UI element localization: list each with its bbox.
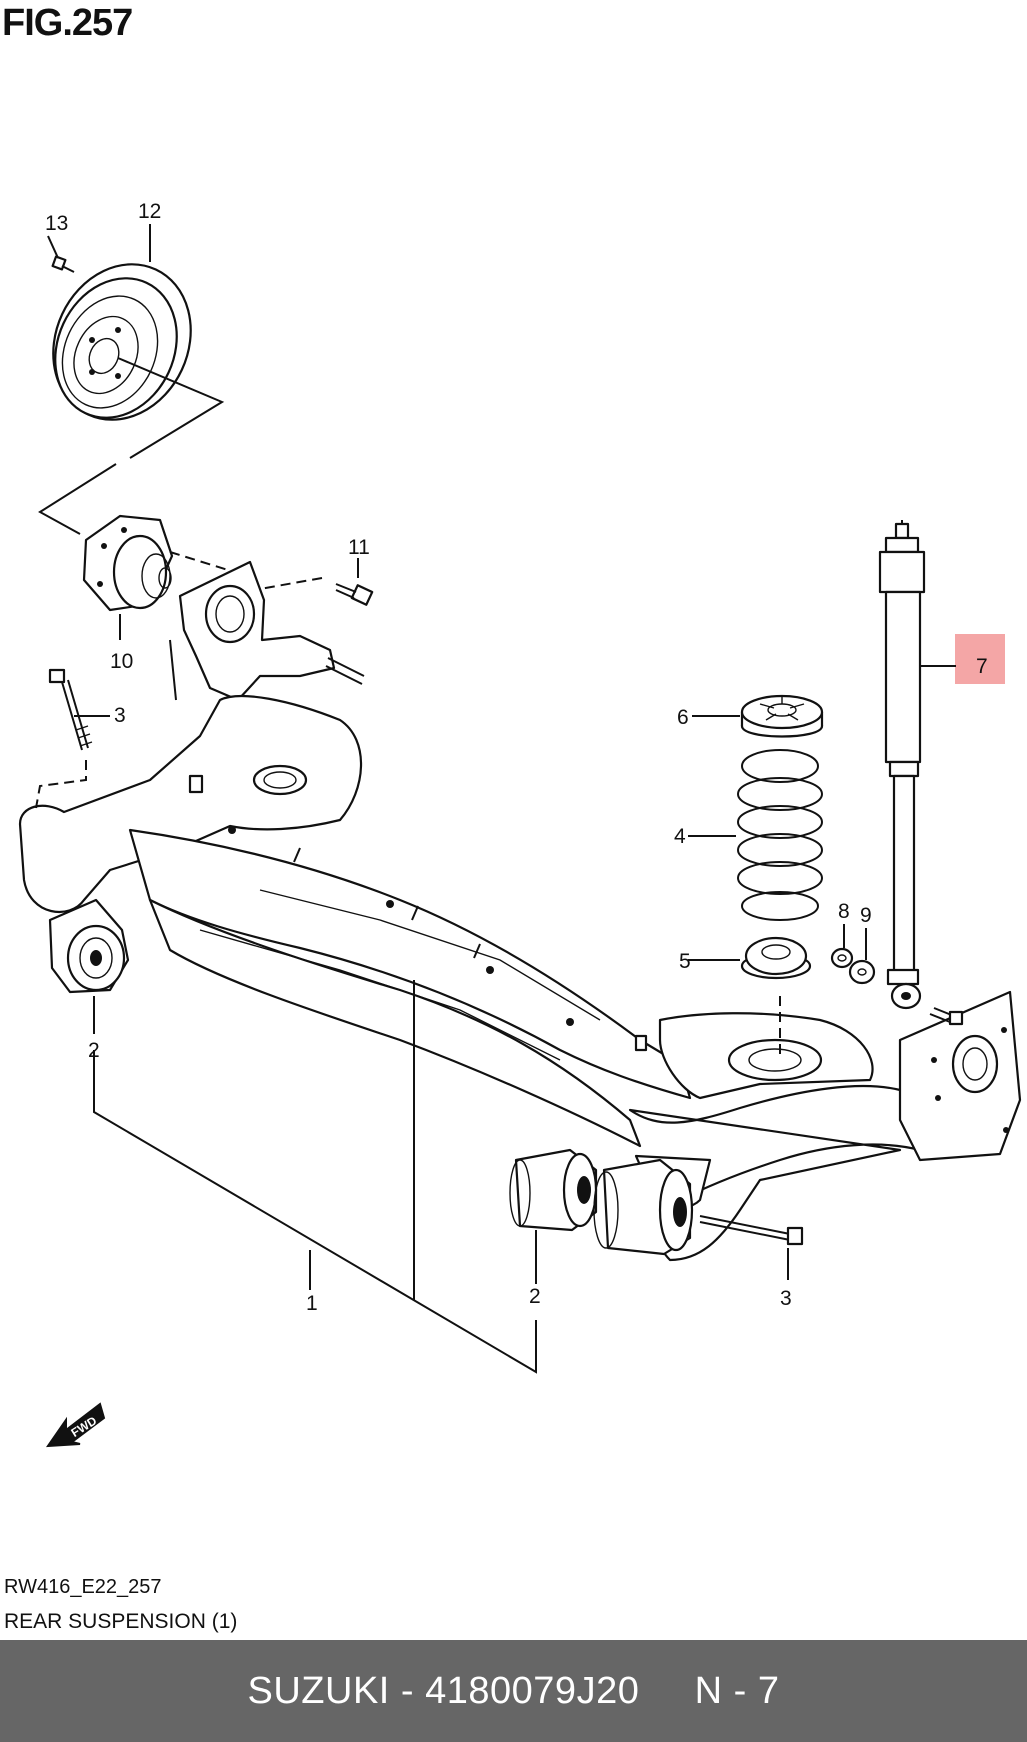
callout-3-right[interactable]: 3 — [780, 1287, 792, 1310]
callout-7[interactable]: 7 — [976, 655, 988, 678]
callout-12[interactable]: 12 — [138, 200, 161, 223]
fwd-direction-arrow: FWD — [46, 1402, 106, 1448]
bushing-part-2-right[interactable] — [509, 1148, 598, 1232]
callout-9[interactable]: 9 — [860, 904, 872, 927]
callout-5[interactable]: 5 — [679, 950, 691, 973]
wheel-hub-part-10[interactable] — [82, 514, 174, 612]
highlight-box-part-7 — [955, 634, 1005, 684]
diagram-caption: REAR SUSPENSION (1) — [4, 1610, 238, 1633]
spring-upper-seat-part-6[interactable] — [740, 694, 824, 738]
spring-lower-seat-part-5[interactable] — [740, 936, 812, 980]
figure-title: FIG.257 — [2, 2, 133, 44]
brake-drum-part-12[interactable] — [28, 242, 215, 443]
shock-lower-bolt[interactable] — [929, 1007, 964, 1026]
footer-part-info: SUZUKI - 4180079J20 N - 7 — [247, 1669, 780, 1712]
bolt-part-3-left[interactable] — [48, 668, 93, 751]
bushing-part-2-right-b[interactable] — [593, 1158, 694, 1256]
coil-spring-part-4[interactable] — [737, 749, 823, 921]
bolt-part-3-right[interactable] — [699, 1215, 804, 1246]
drawing-code: RW416_E22_257 — [4, 1576, 162, 1598]
callout-1[interactable]: 1 — [306, 1292, 318, 1315]
bolt-part-11[interactable] — [335, 583, 374, 606]
bolt-part-13[interactable] — [51, 255, 75, 273]
bushing-part-2-left[interactable] — [48, 898, 130, 994]
callout-8[interactable]: 8 — [838, 900, 850, 923]
callout-11[interactable]: 11 — [348, 536, 370, 559]
callout-3-left[interactable]: 3 — [114, 704, 126, 727]
callout-2-right[interactable]: 2 — [529, 1285, 541, 1308]
nut-part-8[interactable] — [830, 947, 854, 969]
callout-6[interactable]: 6 — [677, 706, 689, 729]
footer-bar: SUZUKI - 4180079J20 N - 7 — [0, 1640, 1027, 1742]
callout-2-left[interactable]: 2 — [88, 1039, 100, 1062]
callout-10[interactable]: 10 — [110, 650, 133, 673]
shock-absorber-part-7[interactable] — [878, 520, 926, 1010]
washer-part-9[interactable] — [848, 959, 876, 985]
callout-4[interactable]: 4 — [674, 825, 686, 848]
callout-13[interactable]: 13 — [45, 212, 68, 235]
